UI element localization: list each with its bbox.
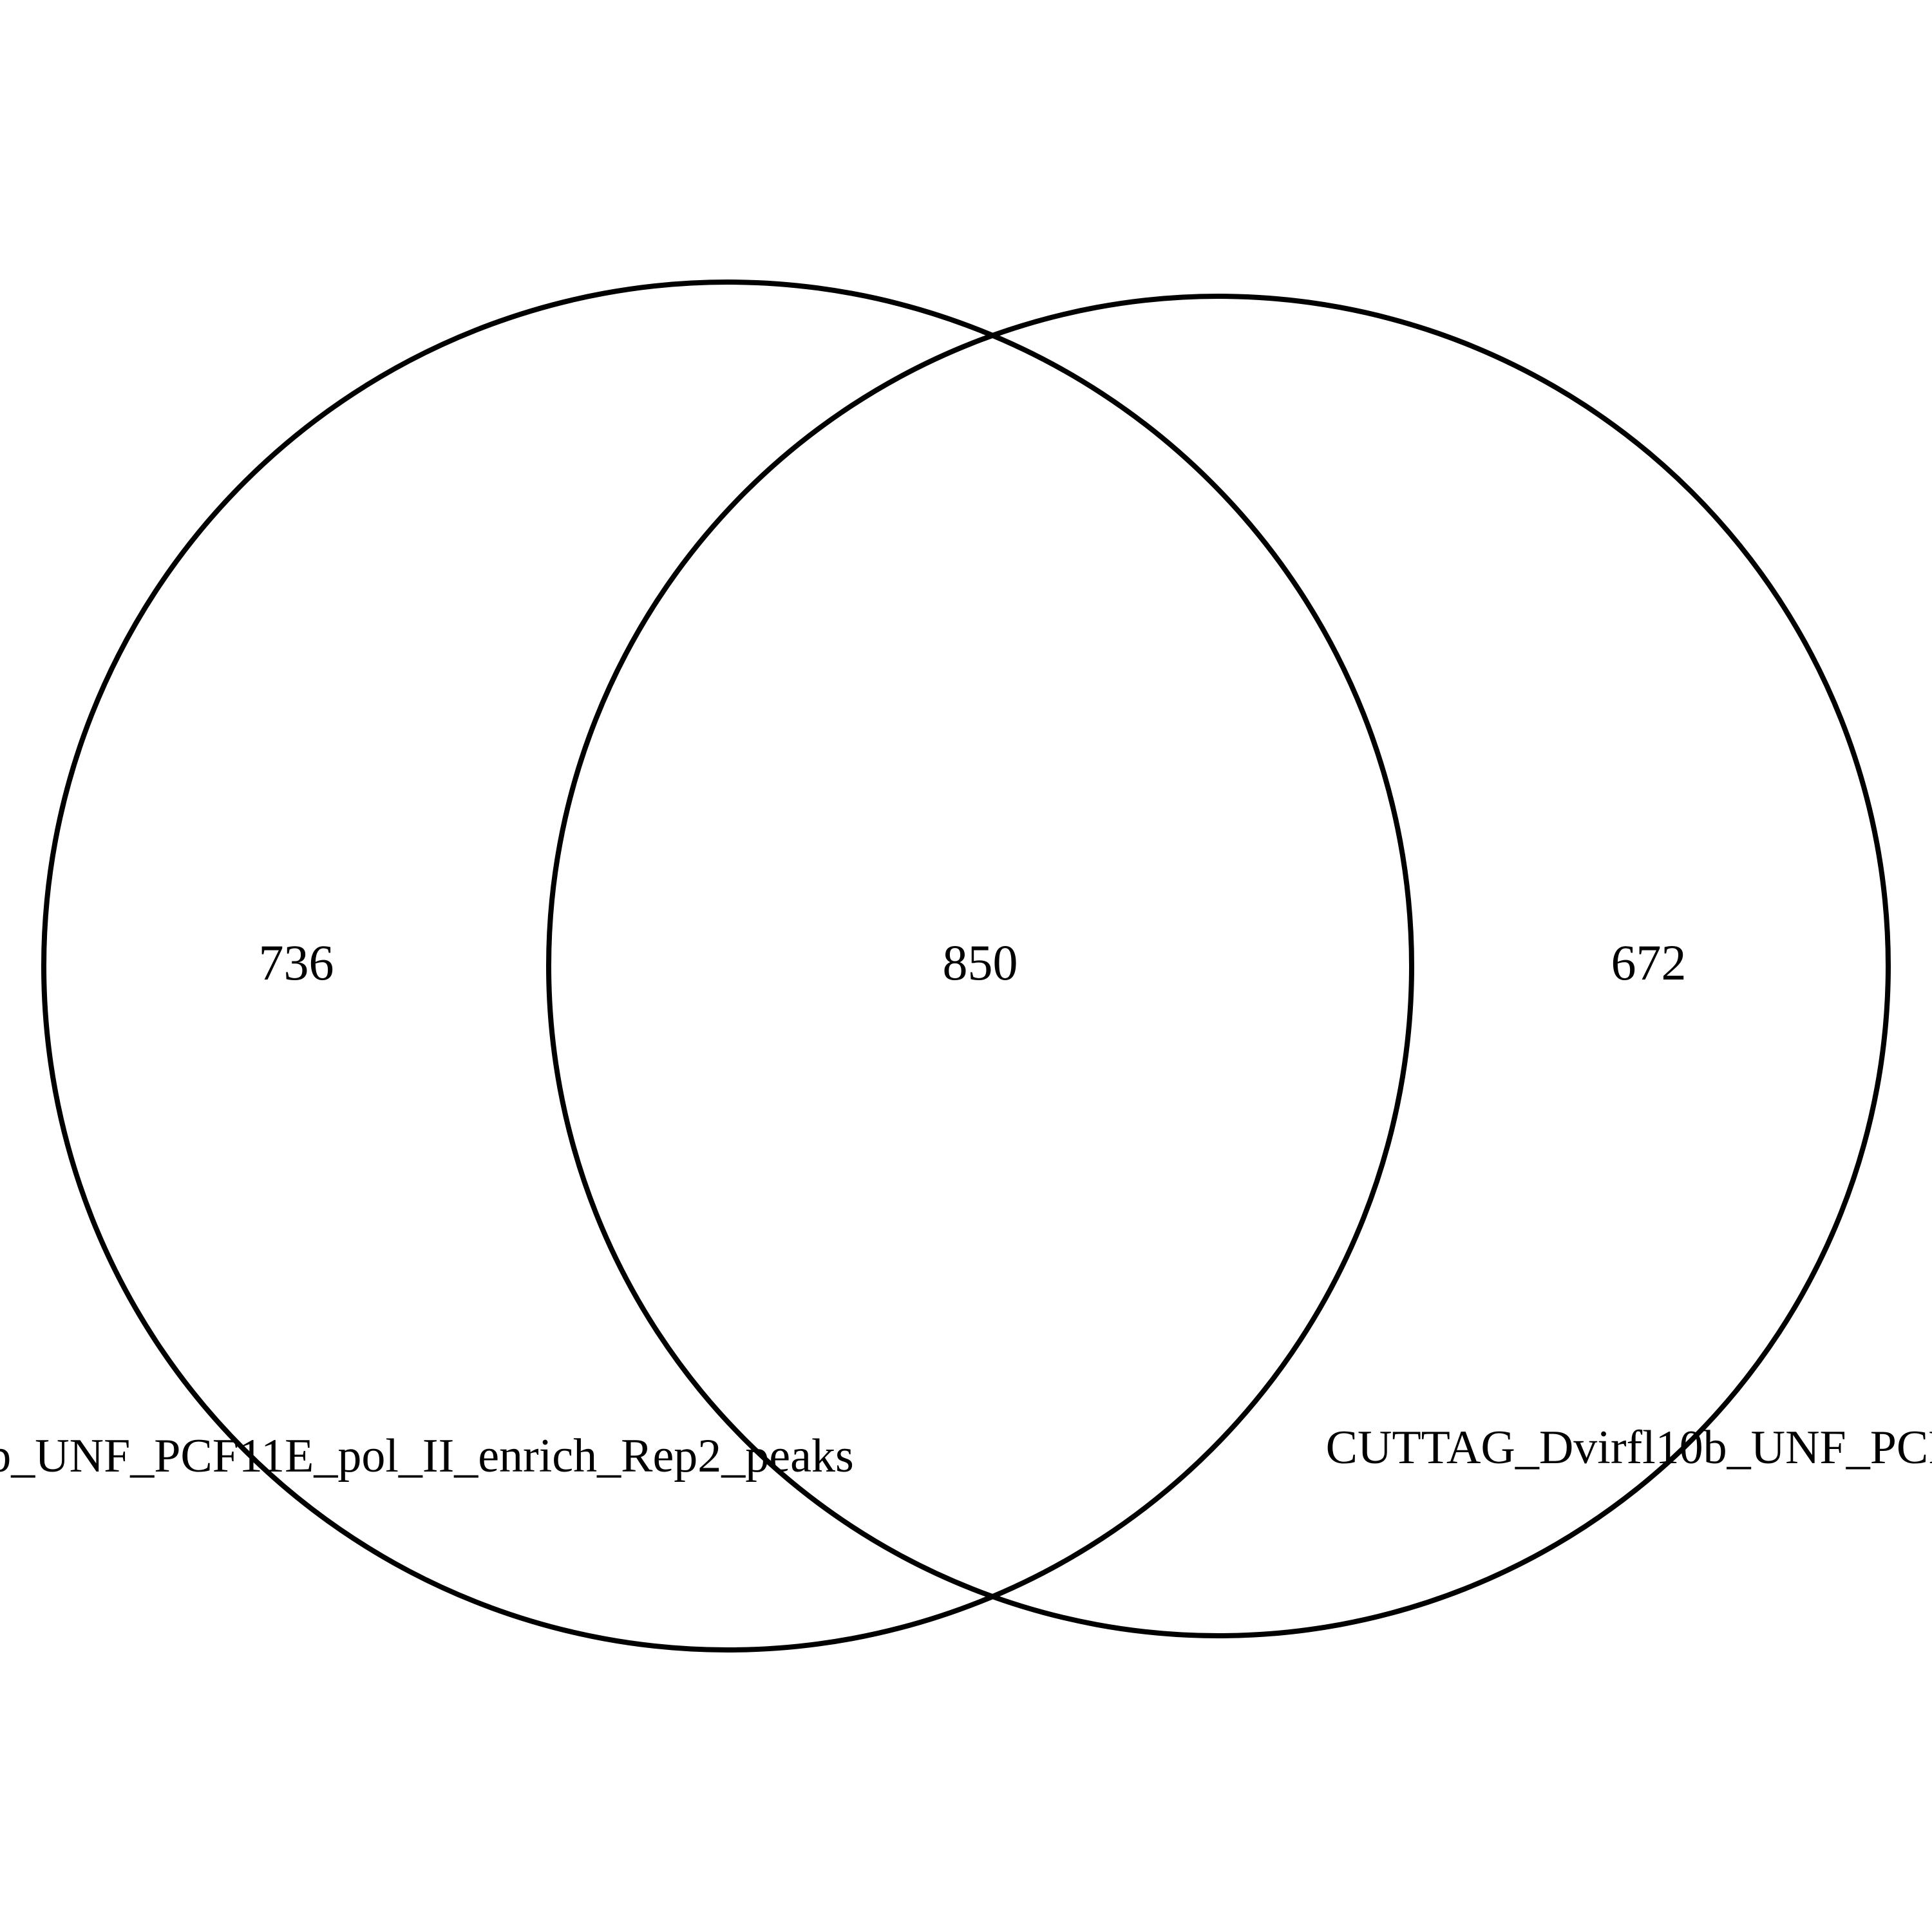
set-b-label: CUTTAG_Dvirfl10b_UNF_PCF11E_peaks	[1326, 1421, 1932, 1474]
set-b-only-count: 672	[1611, 934, 1687, 990]
intersection-count: 850	[943, 934, 1018, 990]
set-b-circle	[546, 294, 1891, 1638]
set-a-circle	[41, 279, 1414, 1653]
set-a-label: CUTTAG_Dvirfl10b_UNF_PCF11E_pol_II_enric…	[0, 1430, 854, 1482]
set-a-only-count: 736	[259, 934, 334, 990]
